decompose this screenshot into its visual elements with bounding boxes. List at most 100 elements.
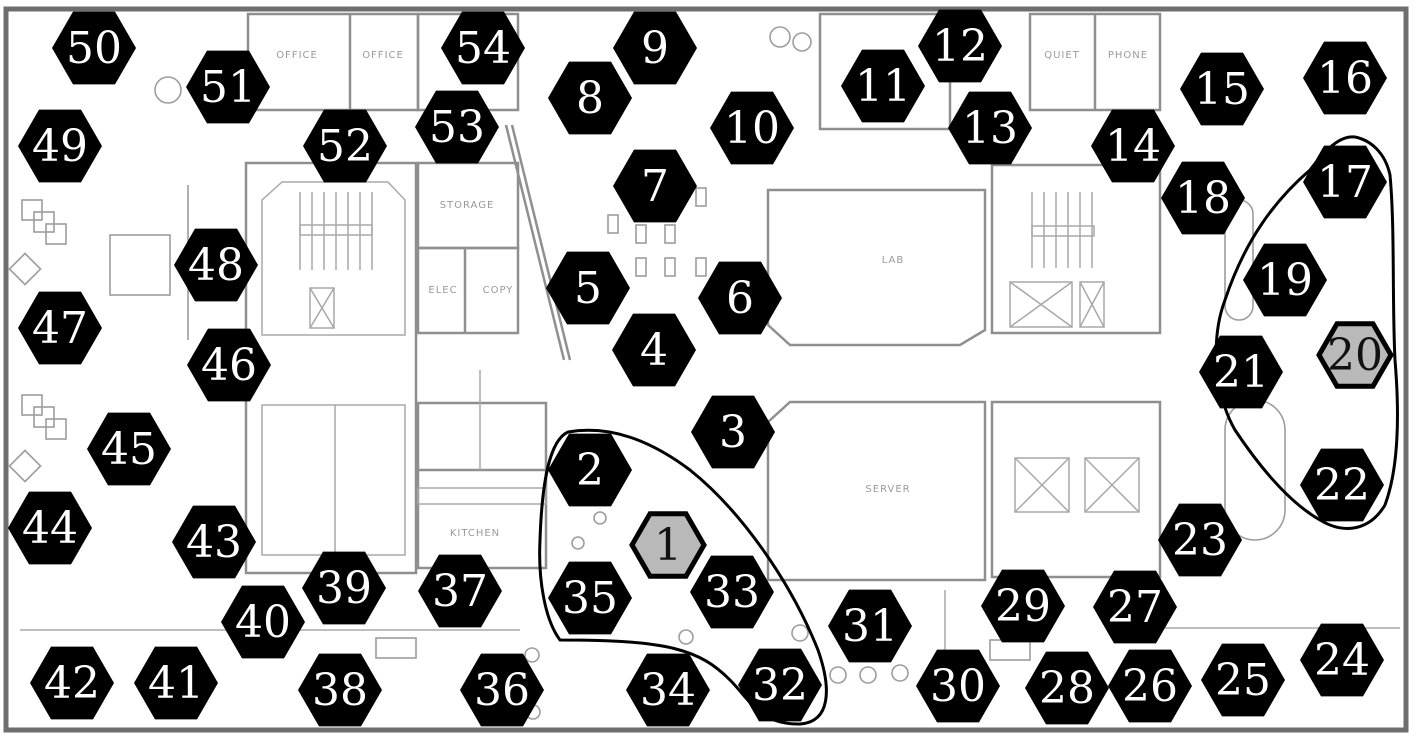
- node-hexagon: [30, 646, 114, 720]
- node-48[interactable]: 48: [174, 228, 258, 302]
- node-number: 10: [724, 103, 780, 154]
- node-number: 1: [654, 520, 682, 571]
- node-number: 43: [186, 517, 242, 568]
- node-24[interactable]: 24: [1300, 623, 1384, 697]
- node-19[interactable]: 19: [1243, 243, 1327, 317]
- node-9[interactable]: 9: [613, 11, 697, 85]
- node-2[interactable]: 2: [548, 433, 632, 507]
- node-50[interactable]: 50: [52, 11, 136, 85]
- node-52[interactable]: 52: [303, 109, 387, 183]
- node-number: 47: [32, 303, 88, 354]
- node-hexagon: [698, 261, 782, 335]
- node-12[interactable]: 12: [918, 9, 1002, 83]
- node-45[interactable]: 45: [87, 412, 171, 486]
- node-25[interactable]: 25: [1201, 643, 1285, 717]
- node-number: 24: [1314, 635, 1370, 686]
- room-label-copy: COPY: [483, 285, 514, 296]
- node-10[interactable]: 10: [710, 91, 794, 165]
- node-11[interactable]: 11: [841, 49, 925, 123]
- node-29[interactable]: 29: [981, 569, 1065, 643]
- node-number: 8: [576, 73, 604, 124]
- node-hexagon: [418, 554, 502, 628]
- node-4[interactable]: 4: [612, 313, 696, 387]
- node-22[interactable]: 22: [1300, 448, 1384, 522]
- node-34[interactable]: 34: [626, 653, 710, 727]
- node-3[interactable]: 3: [691, 395, 775, 469]
- node-32[interactable]: 32: [738, 648, 822, 722]
- node-hexagon: [441, 11, 525, 85]
- node-38[interactable]: 38: [298, 653, 382, 727]
- node-18[interactable]: 18: [1161, 161, 1245, 235]
- node-hexagon: [172, 505, 256, 579]
- node-21[interactable]: 21: [1199, 335, 1283, 409]
- node-14[interactable]: 14: [1091, 109, 1175, 183]
- node-hexagon: [691, 395, 775, 469]
- room-label-office2: OFFICE: [362, 50, 404, 61]
- node-54[interactable]: 54: [441, 11, 525, 85]
- node-number: 15: [1194, 64, 1250, 115]
- node-16[interactable]: 16: [1303, 41, 1387, 115]
- node-51[interactable]: 51: [186, 50, 270, 124]
- node-13[interactable]: 13: [948, 91, 1032, 165]
- node-27[interactable]: 27: [1093, 570, 1177, 644]
- node-hexagon: [1300, 623, 1384, 697]
- node-hexagon: [187, 328, 271, 402]
- node-number: 4: [640, 325, 668, 376]
- node-26[interactable]: 26: [1108, 649, 1192, 723]
- node-number: 22: [1314, 460, 1370, 511]
- node-53[interactable]: 53: [415, 90, 499, 164]
- node-36[interactable]: 36: [460, 653, 544, 727]
- node-number: 50: [66, 23, 122, 74]
- node-40[interactable]: 40: [221, 585, 305, 659]
- node-number: 19: [1257, 255, 1313, 306]
- node-30[interactable]: 30: [916, 649, 1000, 723]
- node-hexagon: [629, 511, 707, 579]
- node-31[interactable]: 31: [828, 589, 912, 663]
- node-number: 37: [432, 566, 488, 617]
- node-number: 25: [1215, 655, 1271, 706]
- node-33[interactable]: 33: [690, 555, 774, 629]
- node-number: 9: [641, 23, 669, 74]
- node-44[interactable]: 44: [8, 491, 92, 565]
- node-hexagon: [612, 313, 696, 387]
- node-number: 33: [704, 567, 760, 618]
- node-17[interactable]: 17: [1303, 145, 1387, 219]
- room-label-elec: ELEC: [428, 285, 457, 296]
- node-37[interactable]: 37: [418, 554, 502, 628]
- node-hexagon: [916, 649, 1000, 723]
- node-hexagon: [981, 569, 1065, 643]
- room-label-kitchen: KITCHEN: [450, 528, 500, 539]
- node-15[interactable]: 15: [1180, 52, 1264, 126]
- node-23[interactable]: 23: [1158, 503, 1242, 577]
- node-6[interactable]: 6: [698, 261, 782, 335]
- node-hexagon: [1180, 52, 1264, 126]
- node-hexagon: [1161, 161, 1245, 235]
- node-47[interactable]: 47: [18, 291, 102, 365]
- node-49[interactable]: 49: [18, 109, 102, 183]
- node-number: 46: [201, 340, 257, 391]
- node-43[interactable]: 43: [172, 505, 256, 579]
- node-hexagon: [613, 11, 697, 85]
- node-28[interactable]: 28: [1025, 651, 1109, 725]
- node-7[interactable]: 7: [613, 149, 697, 223]
- node-number: 31: [842, 601, 898, 652]
- node-20[interactable]: 20: [1316, 321, 1394, 389]
- node-number: 3: [719, 407, 747, 458]
- node-number: 21: [1213, 347, 1269, 398]
- node-hexagon: [548, 61, 632, 135]
- node-41[interactable]: 41: [134, 646, 218, 720]
- node-number: 7: [641, 161, 669, 212]
- node-42[interactable]: 42: [30, 646, 114, 720]
- node-number: 34: [640, 665, 696, 716]
- node-hexagon: [134, 646, 218, 720]
- node-hexagon: [613, 149, 697, 223]
- node-35[interactable]: 35: [548, 561, 632, 635]
- node-1[interactable]: 1: [629, 511, 707, 579]
- node-hexagon: [1091, 109, 1175, 183]
- node-hexagon: [298, 653, 382, 727]
- node-46[interactable]: 46: [187, 328, 271, 402]
- node-39[interactable]: 39: [302, 551, 386, 625]
- node-8[interactable]: 8: [548, 61, 632, 135]
- node-5[interactable]: 5: [546, 251, 630, 325]
